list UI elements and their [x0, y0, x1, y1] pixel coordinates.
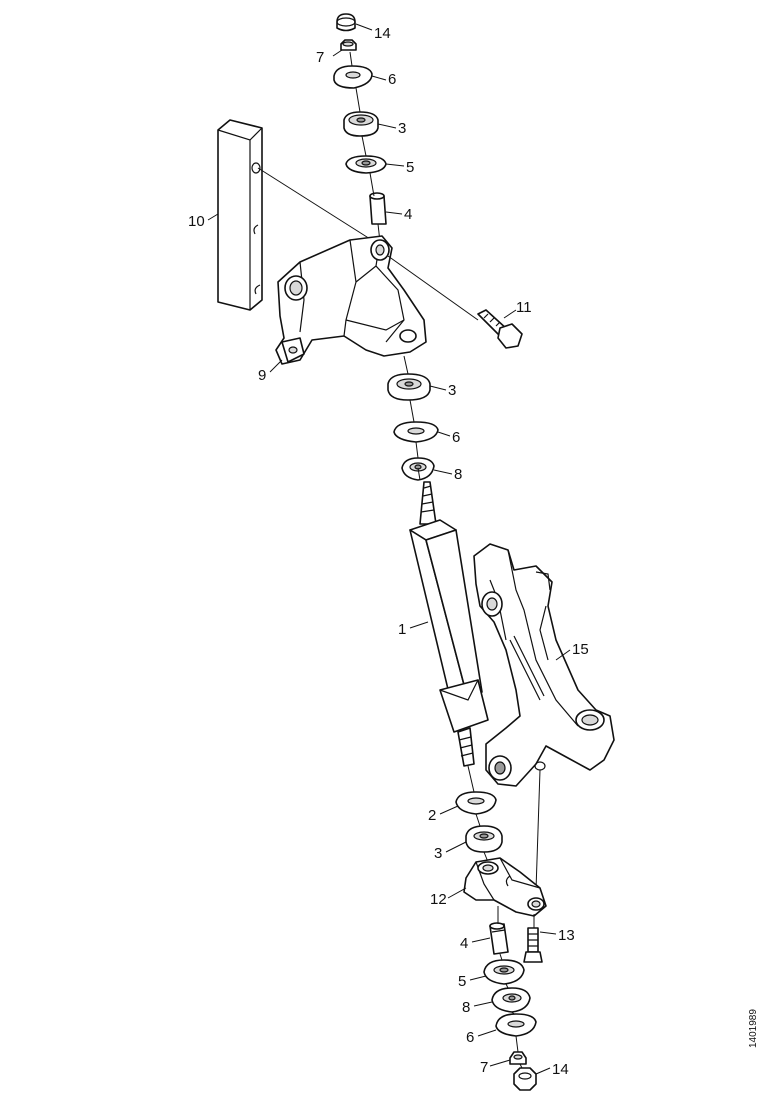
mounting-plate-10: [217, 119, 263, 311]
washer-2-low: [455, 791, 497, 815]
callout-2: 2: [428, 807, 436, 824]
callout-3-mid: 3: [448, 382, 456, 399]
callout-14-low: 14: [552, 1061, 569, 1078]
callout-9: 9: [258, 367, 266, 384]
callout-4-top: 4: [404, 206, 412, 223]
callout-1: 1: [398, 621, 406, 638]
cap-nut-top: [336, 13, 356, 32]
sleeve-4-low: [489, 922, 509, 955]
callout-13: 13: [558, 927, 575, 944]
upper-bracket-9: [275, 235, 427, 365]
callout-6-mid: 6: [452, 429, 460, 446]
drawing-id: 1401989: [748, 1009, 759, 1048]
washer-8-low: [491, 987, 531, 1013]
washer-6-low: [495, 1013, 537, 1037]
callout-6-top: 6: [388, 71, 396, 88]
callout-15: 15: [572, 641, 589, 658]
sleeve-4-top: [369, 192, 387, 225]
cap-nut-low: [513, 1067, 537, 1091]
callout-5-top: 5: [406, 159, 414, 176]
shock-absorber-1: [409, 481, 489, 767]
callout-3-top: 3: [398, 120, 406, 137]
callout-5-low: 5: [458, 973, 466, 990]
bushing-3-top: [343, 111, 379, 137]
callout-7-low: 7: [480, 1059, 488, 1076]
washer-5-low: [483, 959, 525, 985]
callout-12: 12: [430, 891, 447, 908]
washer-5-top: [345, 155, 387, 174]
bushing-3-mid: [387, 373, 431, 401]
callout-3-low: 3: [434, 845, 442, 862]
callout-8-mid: 8: [454, 466, 462, 483]
nut-top: [340, 39, 357, 51]
washer-6-top: [333, 65, 373, 89]
bolt-11: [477, 309, 523, 349]
callout-10: 10: [188, 213, 205, 230]
bolt-13: [523, 927, 543, 963]
axle-bracket-15: [473, 543, 615, 787]
lower-bracket-12: [463, 857, 547, 917]
callout-6-low: 6: [466, 1029, 474, 1046]
callout-11: 11: [516, 299, 532, 316]
nut-low: [509, 1051, 527, 1065]
bushing-3-low: [465, 825, 503, 853]
callout-4-low: 4: [460, 935, 468, 952]
washer-6-mid: [393, 421, 439, 443]
callout-14-top: 14: [374, 25, 391, 42]
callout-8-low: 8: [462, 999, 470, 1016]
callout-7-top: 7: [316, 49, 324, 66]
